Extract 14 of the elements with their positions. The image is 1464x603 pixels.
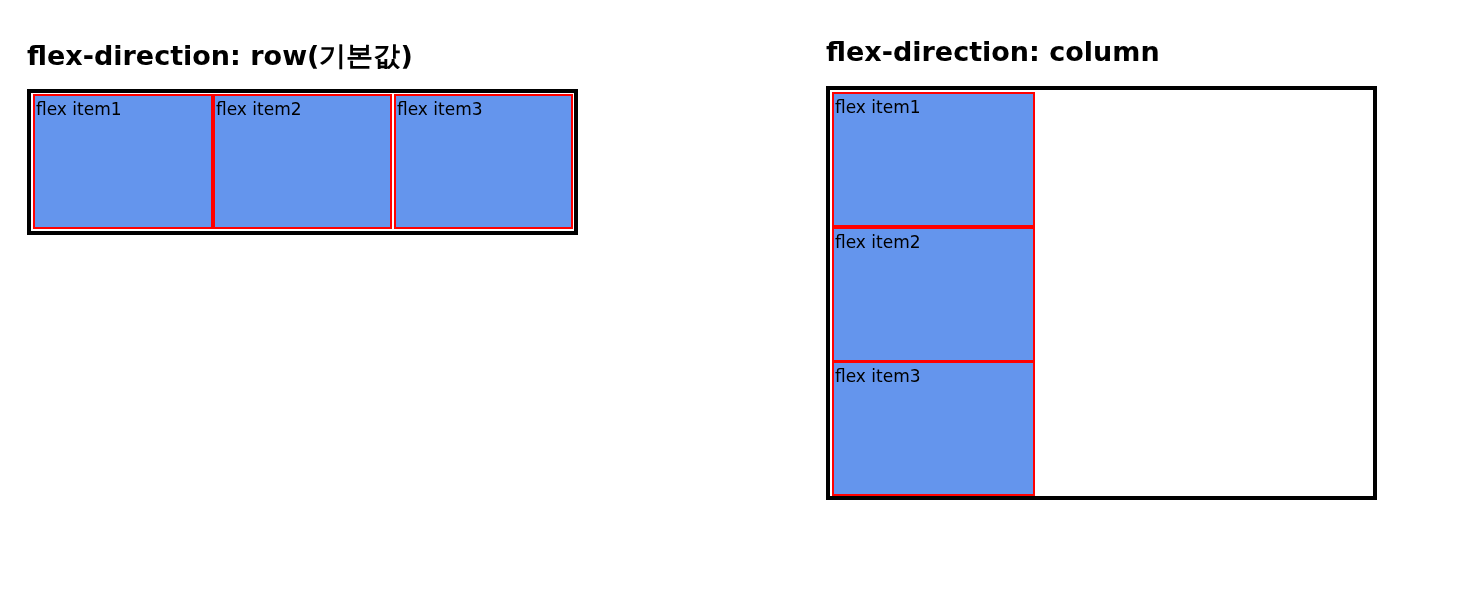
flex-item bbox=[832, 92, 1035, 227]
item-label: flex item2 bbox=[216, 99, 302, 119]
heading: flex-direction: row(기본값) bbox=[27, 39, 413, 73]
item-label: flex item3 bbox=[835, 366, 921, 386]
flex-item bbox=[394, 94, 573, 229]
flex-item bbox=[213, 94, 392, 229]
item-label: flex item2 bbox=[835, 232, 921, 252]
item-label: flex item3 bbox=[397, 99, 483, 119]
flex-item bbox=[33, 94, 213, 229]
flex-item bbox=[832, 227, 1035, 362]
item-label: flex item1 bbox=[36, 99, 122, 119]
heading: flex-direction: column bbox=[826, 36, 1160, 67]
item-label: flex item1 bbox=[835, 97, 921, 117]
flex-item bbox=[832, 361, 1035, 496]
